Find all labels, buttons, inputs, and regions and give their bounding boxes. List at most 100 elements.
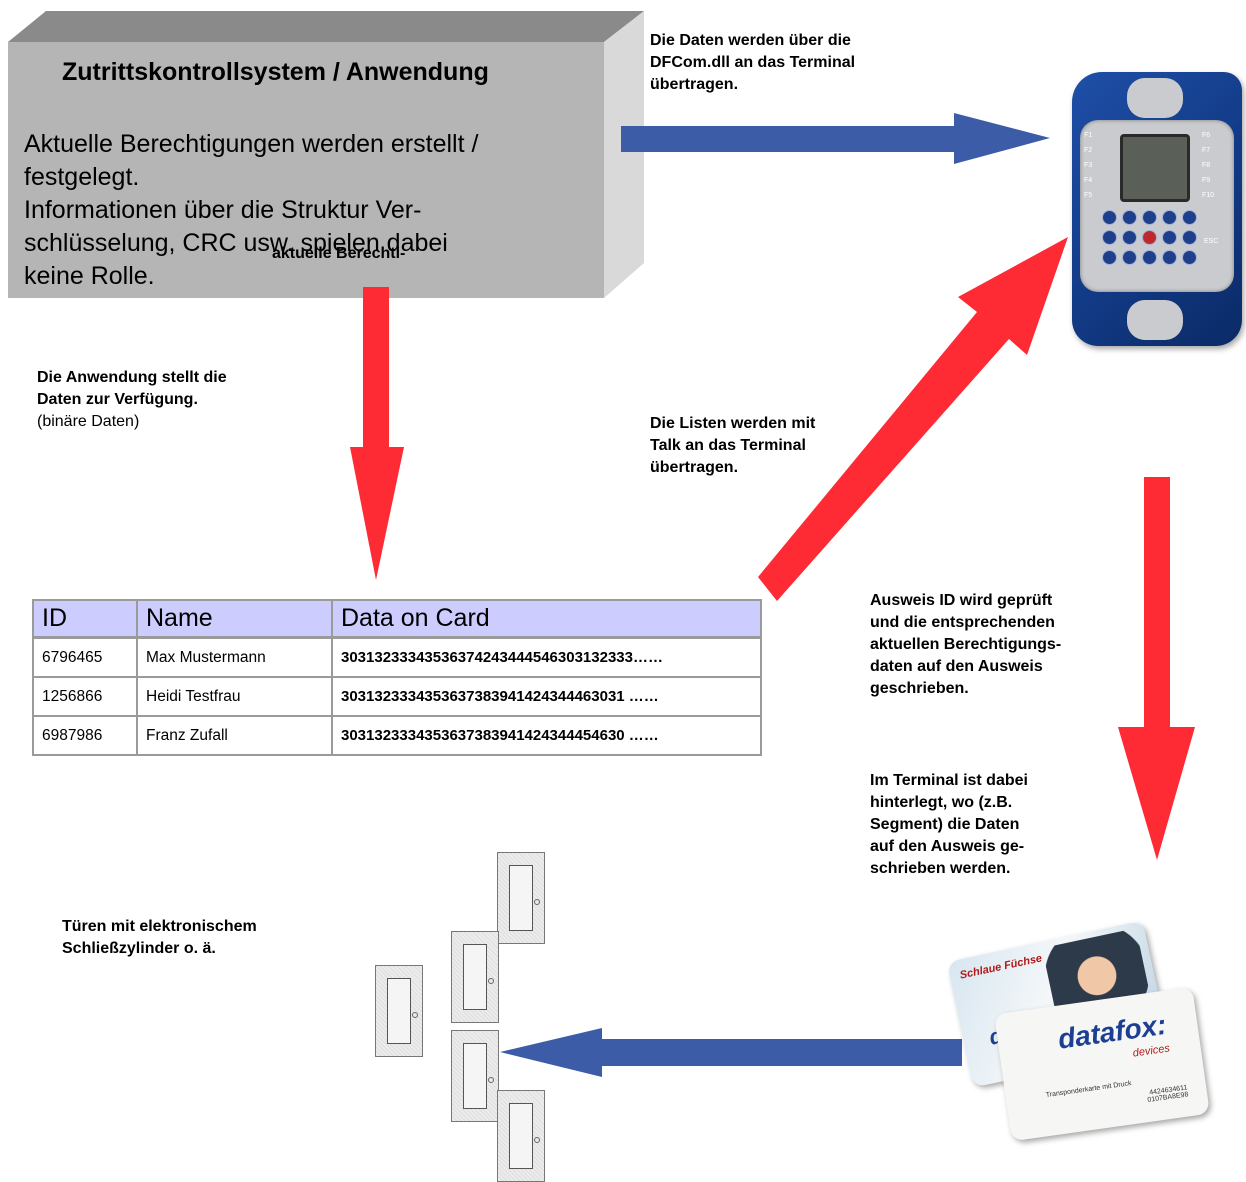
terminal-key-label: F6: [1202, 132, 1211, 139]
note-line: aktuellen Berechtigungs-: [870, 636, 1062, 653]
note-line: geschrieben.: [870, 680, 969, 697]
terminal-key-label: F3: [1084, 162, 1093, 169]
note-terminal-info: Im Terminal ist dabei hinterlegt, wo (z.…: [870, 770, 1028, 880]
table-row: 1256866 Heidi Testfrau 30313233343536373…: [32, 676, 762, 717]
arrow-to-terminal: [621, 113, 1050, 164]
keypad-button: [1102, 250, 1117, 265]
arrow-to-doors: [500, 1028, 962, 1077]
door-icon: [497, 1090, 545, 1182]
cell-data: 3031323334353637383941424344463031 ……: [331, 676, 762, 717]
keypad-button: [1182, 250, 1197, 265]
note-dfcom: Die Daten werden über die DFCom.dll an d…: [650, 30, 855, 96]
keypad-button: [1102, 210, 1117, 225]
note-application: Die Anwendung stellt die Daten zur Verfü…: [37, 367, 227, 433]
cell-data: 30313233343536374243444546303132333……: [331, 636, 762, 678]
note-line: übertragen.: [650, 76, 739, 93]
note-line: Ausweis ID wird geprüft: [870, 592, 1053, 609]
note-line: Die Listen werden mit: [650, 415, 816, 432]
card-brand-sub: devices: [1132, 1042, 1171, 1060]
cell-id: 1256866: [32, 676, 138, 717]
system-box-line: keine Rolle.: [24, 262, 155, 290]
note-line: Die Daten werden über die: [650, 32, 851, 49]
terminal-key-label: F2: [1084, 147, 1093, 154]
system-box-line: Aktuelle Berechtigungen werden erstellt …: [24, 130, 479, 158]
terminal-esc-label: ESC: [1204, 238, 1219, 245]
note-line: Schließzylinder o. ä.: [62, 940, 216, 957]
cell-id: 6987986: [32, 715, 138, 756]
power-icon: [1142, 230, 1157, 245]
note-line: Segment) die Daten: [870, 816, 1020, 833]
terminal-screen: [1120, 134, 1190, 202]
keypad-button: [1142, 250, 1157, 265]
cell-name: Franz Zufall: [136, 715, 333, 756]
note-doors: Türen mit elektronischem Schließzylinder…: [62, 916, 257, 960]
column-header-name: Name: [136, 599, 333, 639]
note-line: übertragen.: [650, 459, 739, 476]
terminal-keys-left: F1 F2 F3 F4 F5: [1084, 128, 1104, 203]
terminal-key-label: F8: [1202, 162, 1211, 169]
keypad-button: [1122, 230, 1137, 245]
system-box-line: schlüsselung, CRC usw. spielen dabei: [24, 229, 448, 257]
system-box-side: [604, 11, 644, 298]
keypad-button: [1142, 210, 1157, 225]
overlap-label: aktuelle Berechti-: [272, 245, 406, 262]
terminal-device: F1 F2 F3 F4 F5 F6 F7 F8 F9 F10: [1072, 72, 1242, 346]
terminal-keypad: [1102, 210, 1202, 265]
terminal-key-label: F1: [1084, 132, 1093, 139]
note-line: (binäre Daten): [37, 413, 140, 430]
table-header-row: ID Name Data on Card: [32, 599, 762, 639]
note-line: hinterlegt, wo (z.B.: [870, 794, 1013, 811]
terminal-key-label: F5: [1084, 192, 1093, 199]
cell-data: 3031323334353637383941424344454630 ……: [331, 715, 762, 756]
door-icon: [497, 852, 545, 944]
note-line: Im Terminal ist dabei: [870, 772, 1028, 789]
terminal-panel: F1 F2 F3 F4 F5 F6 F7 F8 F9 F10: [1080, 120, 1234, 292]
note-ausweis: Ausweis ID wird geprüft und die entsprec…: [870, 590, 1061, 700]
note-line: Die Anwendung stellt die: [37, 369, 227, 386]
keypad-button: [1122, 250, 1137, 265]
keypad-button: [1162, 250, 1177, 265]
system-box-front: [8, 42, 604, 298]
note-line: Türen mit elektronischem: [62, 918, 257, 935]
note-line: und die entsprechenden: [870, 614, 1055, 631]
note-line: DFCom.dll an das Terminal: [650, 54, 856, 71]
keypad-button: [1182, 230, 1197, 245]
terminal-key-label: F7: [1202, 147, 1211, 154]
arrow-terminal-to-card: [1118, 477, 1195, 860]
terminal-key-label: F10: [1202, 192, 1215, 199]
door-icon: [375, 965, 423, 1057]
terminal-key-label: F9: [1202, 177, 1211, 184]
keypad-button: [1182, 210, 1197, 225]
terminal-keys-right: F6 F7 F8 F9 F10: [1202, 128, 1226, 203]
note-line: schrieben werden.: [870, 860, 1011, 877]
system-box-top: [8, 11, 644, 42]
column-header-data: Data on Card: [331, 599, 762, 639]
terminal-reader-top: [1127, 78, 1183, 118]
keypad-button: [1162, 230, 1177, 245]
card-caption: Transponderkarte mit Druck: [1045, 1080, 1132, 1100]
note-line: auf den Ausweis ge-: [870, 838, 1025, 855]
terminal-key-label: F4: [1084, 177, 1093, 184]
card-header-text: Schlaue Füchse: [958, 952, 1044, 982]
cell-name: Heidi Testfrau: [136, 676, 333, 717]
column-header-id: ID: [32, 599, 138, 639]
system-box-title: Zutrittskontrollsystem / Anwendung: [62, 58, 489, 86]
cell-name: Max Mustermann: [136, 636, 333, 678]
table-row: 6796465 Max Mustermann 30313233343536374…: [32, 636, 762, 678]
note-line: daten auf den Ausweis: [870, 658, 1043, 675]
door-icon: [451, 1030, 499, 1122]
cell-id: 6796465: [32, 636, 138, 678]
table-row: 6987986 Franz Zufall 3031323334353637383…: [32, 715, 762, 756]
system-box-line: festgelegt.: [24, 163, 140, 191]
terminal-reader-bottom: [1127, 300, 1183, 340]
keypad-button: [1102, 230, 1117, 245]
note-line: Talk an das Terminal: [650, 437, 806, 454]
system-box-line: Informationen über die Struktur Ver-: [24, 196, 422, 224]
keypad-button: [1122, 210, 1137, 225]
system-box-description: Aktuelle Berechtigungen werden erstellt …: [24, 128, 584, 293]
arrow-table-to-terminal: [758, 237, 1068, 601]
arrow-app-to-table: [350, 287, 404, 580]
door-icon: [451, 931, 499, 1023]
note-line: Daten zur Verfügung.: [37, 391, 198, 408]
